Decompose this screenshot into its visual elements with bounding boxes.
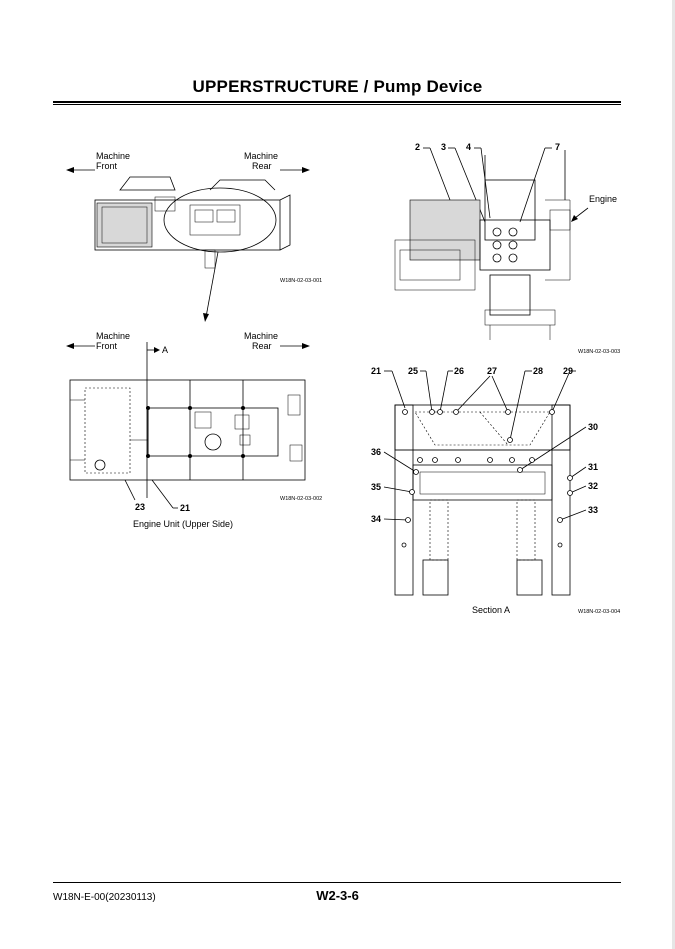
fig4-callout-29: 29 <box>563 366 573 376</box>
fig4-callout-27: 27 <box>487 366 497 376</box>
title-rule-thin <box>53 104 621 105</box>
fig2-callout-2: 2 <box>415 142 420 152</box>
fig4-callout-33: 33 <box>588 505 598 515</box>
fig4-callout-30: 30 <box>588 422 598 432</box>
fig4-callout-26: 26 <box>454 366 464 376</box>
fig2-callout-4: 4 <box>466 142 471 152</box>
fig3-code: W18N-02-03-002 <box>280 496 322 502</box>
footer-page-number: W2-3-6 <box>316 888 359 903</box>
fig4-callout-36: 36 <box>371 447 381 457</box>
fig4-callout-21: 21 <box>371 366 381 376</box>
fig1-rear-label-2: Rear <box>252 161 272 171</box>
figure-machine-overview: Machine Front Machine Rear W18N-02-03-00… <box>66 151 322 322</box>
fig3-front-label-2: Front <box>96 341 118 351</box>
fig3-rear-label-1: Machine <box>244 331 278 341</box>
footer-doc-id: W18N-E-00(20230113) <box>53 892 156 903</box>
fig2-callout-3: 3 <box>441 142 446 152</box>
footer-rule <box>53 882 621 883</box>
fig2-code: W18N-02-03-003 <box>578 349 620 355</box>
fig3-callout-21: 21 <box>180 503 190 513</box>
figure-section-a: 21 25 26 27 28 29 30 31 32 33 34 35 36 <box>371 366 620 615</box>
page-title: UPPERSTRUCTURE / Pump Device <box>192 77 483 96</box>
fig3-rear-label-2: Rear <box>252 341 272 351</box>
figure-pump-detail: 2 3 4 7 Engine W18N-02-03-003 <box>394 142 620 355</box>
fig4-code: W18N-02-03-004 <box>578 609 620 615</box>
fig4-caption: Section A <box>472 605 510 615</box>
fig2-callout-7: 7 <box>555 142 560 152</box>
fig1-front-label-1: Machine <box>96 151 130 161</box>
fig3-callout-23: 23 <box>135 502 145 512</box>
figure-engine-unit-upper: Machine Front Machine Rear A 23 21 Engin… <box>66 331 322 529</box>
fig3-caption: Engine Unit (Upper Side) <box>133 519 233 529</box>
fig4-callout-34: 34 <box>371 514 381 524</box>
fig4-callout-28: 28 <box>533 366 543 376</box>
fig4-callout-32: 32 <box>588 481 598 491</box>
fig4-callout-25: 25 <box>408 366 418 376</box>
fig3-section-marker: A <box>162 345 168 355</box>
fig4-callout-31: 31 <box>588 462 598 472</box>
fig1-rear-label-1: Machine <box>244 151 278 161</box>
fig2-engine-label: Engine <box>589 194 617 204</box>
fig1-code: W18N-02-03-001 <box>280 278 322 284</box>
title-rule <box>53 101 621 103</box>
fig3-front-label-1: Machine <box>96 331 130 341</box>
fig1-front-label-2: Front <box>96 161 118 171</box>
fig4-callout-35: 35 <box>371 482 381 492</box>
page-edge <box>672 0 675 949</box>
